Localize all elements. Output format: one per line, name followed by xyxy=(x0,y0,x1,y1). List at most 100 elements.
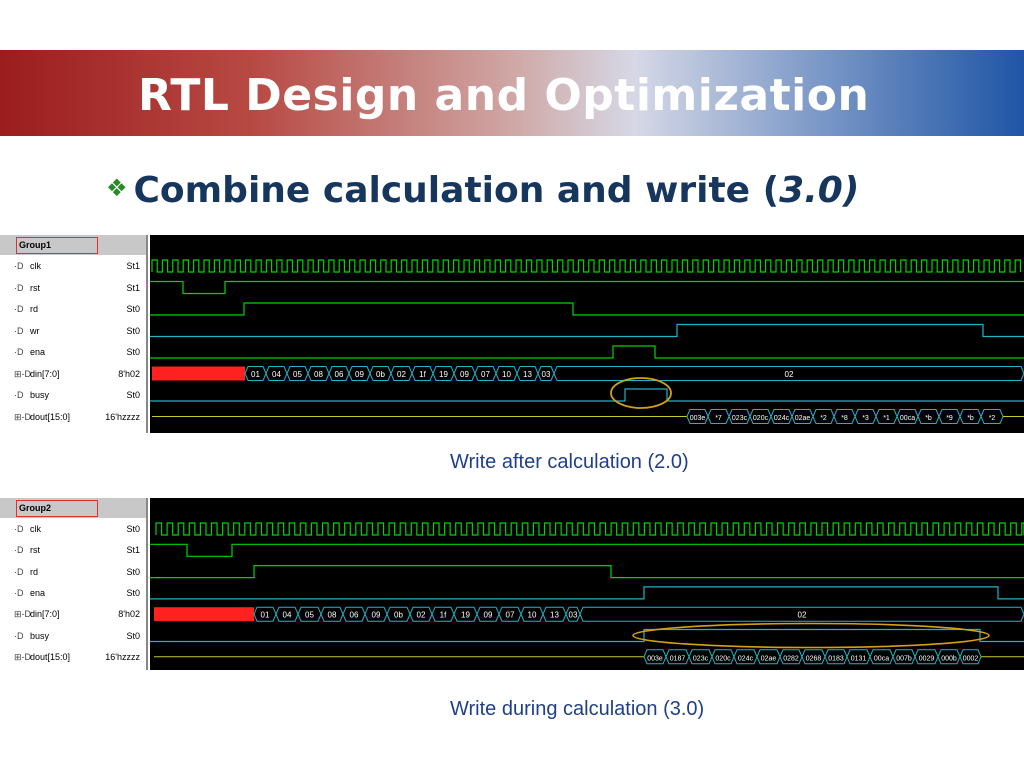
signal-name: dout[15:0] xyxy=(30,651,71,662)
dout-label: *b xyxy=(967,415,974,422)
din-label: 05 xyxy=(305,611,314,620)
slide-title: RTL Design and Optimization xyxy=(138,70,870,121)
dout-label: 00ca xyxy=(874,655,889,662)
signal-row[interactable]: ·D rst St1 xyxy=(0,278,146,298)
bullet-version: 3.0) xyxy=(779,170,860,211)
dout-label: *2 xyxy=(989,415,996,422)
rst-wave xyxy=(150,280,1024,295)
din-label: 09 xyxy=(372,611,381,620)
signal-icon: ·D xyxy=(14,630,24,641)
group-label[interactable]: Group2 xyxy=(16,500,98,517)
dout-label: 024c xyxy=(738,655,754,662)
dout-label: 020c xyxy=(753,415,769,422)
signal-name: dout[15:0] xyxy=(30,411,71,422)
din-label: 02 xyxy=(798,611,807,620)
title-bar xyxy=(0,50,1024,136)
wr-wave xyxy=(150,323,1024,338)
signal-value: 8'h02 xyxy=(118,609,140,620)
din-label: 13 xyxy=(550,611,559,620)
signal-value: St0 xyxy=(126,347,140,357)
signal-icon: ·D xyxy=(14,304,24,314)
din-label: 08 xyxy=(328,611,337,620)
dout-label: 0183 xyxy=(828,655,844,662)
din-undefined-region xyxy=(152,366,245,381)
signal-value: St1 xyxy=(126,282,140,293)
signal-name: busy xyxy=(30,390,50,400)
din-label: 1f xyxy=(419,370,426,379)
signal-value: 16'hzzzz xyxy=(105,651,140,662)
signal-name: rst xyxy=(30,545,40,556)
signal-name: din[7:0] xyxy=(30,368,60,379)
signal-value: St0 xyxy=(126,630,140,641)
dout-label: 020c xyxy=(715,655,731,662)
din-label: 02 xyxy=(785,370,794,379)
rst-wave xyxy=(150,543,1024,557)
dout-label: *b xyxy=(925,415,932,422)
din-label: 06 xyxy=(335,370,344,379)
ena-wave xyxy=(150,345,1024,359)
signal-icon: ·D xyxy=(14,325,24,336)
din-label: 1f xyxy=(440,611,447,620)
signal-row[interactable]: ·D rd St0 xyxy=(0,299,146,319)
signal-icon: ·D xyxy=(14,282,24,293)
din-label: 07 xyxy=(506,611,515,620)
din-label: 19 xyxy=(439,370,448,379)
signal-value: St0 xyxy=(126,524,140,534)
signal-name: rd xyxy=(30,304,39,314)
signal-name: din[7:0] xyxy=(30,609,60,620)
signal-value: 16'hzzzz xyxy=(105,411,140,422)
signal-icon: ⊞-D xyxy=(14,651,32,662)
caption-1: Write after calculation (2.0) xyxy=(450,451,689,473)
dout-label: 024c xyxy=(774,415,790,422)
group-label[interactable]: Group1 xyxy=(16,237,98,254)
signal-name: ena xyxy=(30,587,46,598)
din-label: 13 xyxy=(523,370,532,379)
signal-value: 8'h02 xyxy=(118,368,140,379)
signal-value: St0 xyxy=(126,587,140,598)
signal-name: rst xyxy=(30,282,40,293)
signal-name: ena xyxy=(30,347,46,357)
din-label: 05 xyxy=(293,370,302,379)
busy-highlight-ellipse xyxy=(610,377,672,409)
bullet-line: ❖Combine calculation and write (3.0) xyxy=(106,170,859,211)
signal-icon: ·D xyxy=(14,261,24,271)
signal-value: St0 xyxy=(126,390,140,400)
dout-label: 023c xyxy=(693,655,709,662)
rd-wave xyxy=(150,302,1024,316)
dout-label: *3 xyxy=(862,415,869,422)
dout-label: 0131 xyxy=(851,655,867,662)
din-label: 02 xyxy=(417,611,426,620)
signal-row[interactable]: ·D rst St1 xyxy=(0,540,146,560)
dout-label: 0002 xyxy=(963,655,979,662)
dout-label: 0029 xyxy=(919,655,935,662)
dout-label: 0268 xyxy=(806,655,822,662)
din-label: 06 xyxy=(350,611,359,620)
dout-label: 02ae xyxy=(761,655,777,662)
dout-label: 007b xyxy=(896,655,912,662)
din-label: 07 xyxy=(481,370,490,379)
signal-value: St0 xyxy=(126,304,140,314)
signal-icon: ·D xyxy=(14,545,24,556)
dout-label: *8 xyxy=(841,415,848,422)
signal-value: St0 xyxy=(126,325,140,336)
signal-icon: ⊞-D xyxy=(14,368,32,379)
signal-value: St1 xyxy=(126,545,140,556)
